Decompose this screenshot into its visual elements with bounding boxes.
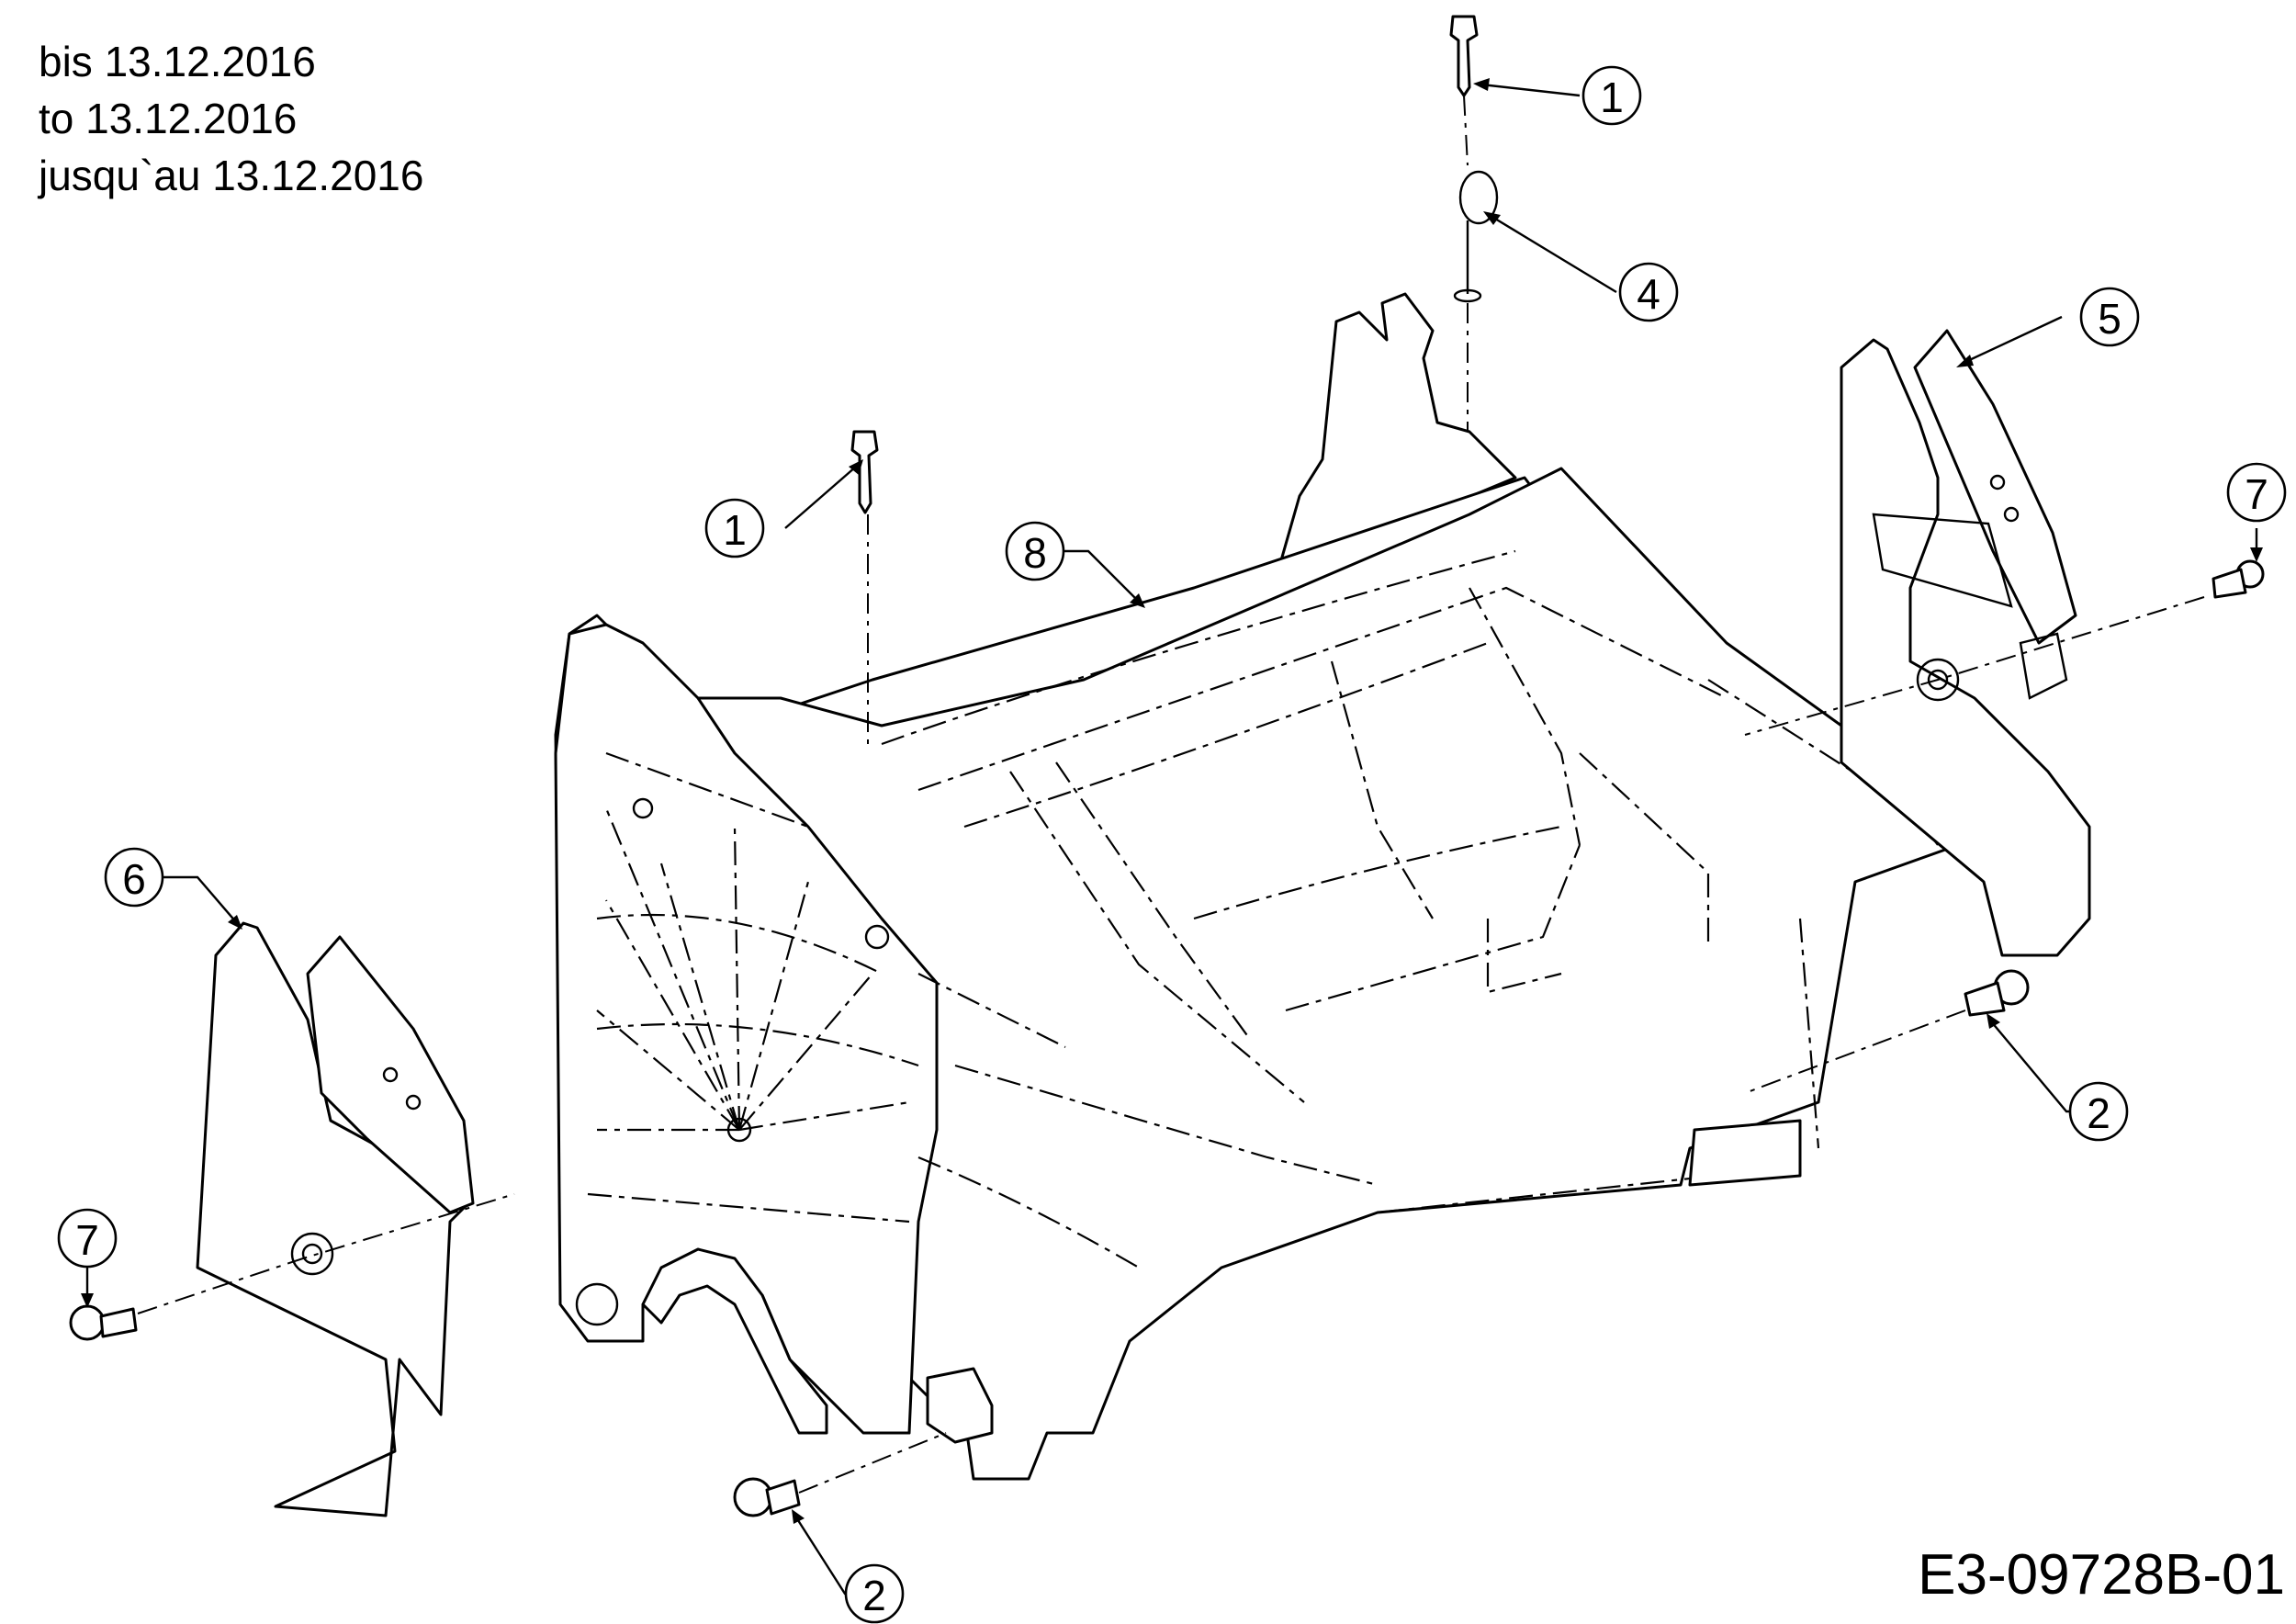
callout-number: 6 — [122, 855, 146, 903]
callout-number: 7 — [75, 1216, 99, 1264]
callout-number: 8 — [1023, 529, 1047, 577]
flange-screw-icon — [69, 1304, 138, 1341]
callout-1-top: 1 — [1581, 65, 1642, 126]
callout-7-right: 7 — [2226, 462, 2287, 523]
validity-line-en: to 13.12.2016 — [39, 95, 298, 142]
bolt-icon — [1449, 15, 1479, 97]
side-cover-icon — [1840, 329, 2091, 957]
validity-line-fr: jusqu`au 13.12.2016 — [39, 152, 424, 199]
callout-number: 7 — [2245, 470, 2268, 518]
callout-2-right: 2 — [2068, 1081, 2129, 1142]
flange-screw-icon — [733, 1477, 801, 1517]
flange-screw-icon — [1964, 969, 2030, 1017]
housing-icon — [554, 292, 1986, 1481]
callout-4: 4 — [1618, 262, 1679, 322]
callout-7-left: 7 — [57, 1208, 118, 1269]
callout-2-bottom: 2 — [844, 1563, 905, 1624]
callout-1-left: 1 — [704, 498, 765, 558]
callout-number: 5 — [2098, 295, 2122, 343]
flange-screw-icon — [2212, 559, 2265, 599]
callout-6: 6 — [104, 847, 164, 908]
callout-number: 1 — [1600, 73, 1624, 121]
validity-note: bis 13.12.2016 to 13.12.2016 jusqu`au 13… — [39, 33, 423, 204]
drawing-code: E3-09728B-01 — [1918, 1543, 2285, 1607]
callout-5: 5 — [2079, 287, 2140, 347]
validity-line-de: bis 13.12.2016 — [39, 38, 316, 85]
callout-number: 1 — [723, 506, 747, 554]
callout-number: 2 — [862, 1572, 886, 1619]
side-cover-icon — [196, 921, 475, 1517]
callout-number: 4 — [1637, 270, 1660, 318]
callout-number: 2 — [2087, 1089, 2110, 1137]
callout-8: 8 — [1005, 521, 1065, 581]
locking-pin-icon — [1453, 170, 1499, 303]
bolt-icon — [850, 430, 879, 514]
